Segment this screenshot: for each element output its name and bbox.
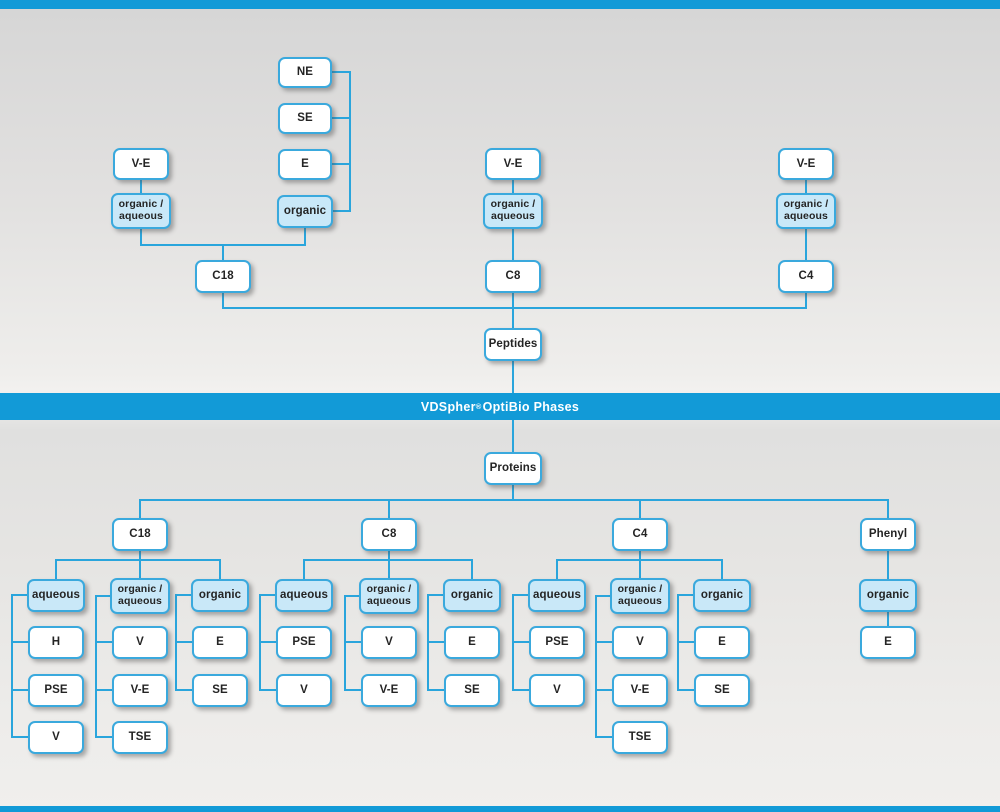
node-peptides-c8: C8 (485, 259, 541, 293)
node-peptides-c18-ve: V-E (113, 148, 169, 180)
node-proteins-c18-org-e: E (192, 625, 248, 659)
node-proteins-c4-aq-v: V (529, 673, 585, 707)
bottom-border-strip (0, 806, 1000, 812)
node-proteins-c4-aq-pse: PSE (529, 625, 585, 659)
node-proteins-c18-organic-aqueous: organic / aqueous (110, 578, 170, 614)
node-proteins-c8-aq-pse: PSE (276, 625, 332, 659)
node-proteins-c4-organic: organic (693, 578, 751, 612)
node-proteins-c18-aq-h: H (28, 625, 84, 659)
node-proteins-c8-aq-v: V (276, 673, 332, 707)
node-peptides-c4-organic-aqueous: organic / aqueous (776, 193, 836, 229)
node-proteins-c18-oa-tse: TSE (112, 720, 168, 754)
node-peptides-c18-e: E (278, 148, 332, 180)
top-border-strip (0, 0, 1000, 9)
node-peptides-c18-organic-aqueous: organic / aqueous (111, 193, 171, 229)
node-proteins-c4-org-se: SE (694, 673, 750, 707)
node-proteins-c18-aq-v: V (28, 720, 84, 754)
node-proteins-c4-organic-aqueous: organic / aqueous (610, 578, 670, 614)
node-peptides-c18-se: SE (278, 102, 332, 134)
node-proteins-c8-org-se: SE (444, 673, 500, 707)
node-proteins-c18-aq-pse: PSE (28, 673, 84, 707)
node-proteins-phenyl-organic: organic (859, 578, 917, 612)
node-proteins-c8-oa-v: V (361, 625, 417, 659)
node-proteins-c4-oa-tse: TSE (612, 720, 668, 754)
node-proteins-c8-oa-ve: V-E (361, 673, 417, 707)
node-proteins-c18-oa-v: V (112, 625, 168, 659)
node-proteins-c8-organic: organic (443, 578, 501, 612)
node-peptides-c18: C18 (195, 259, 251, 293)
node-peptides-c4: C4 (778, 259, 834, 293)
node-proteins-c18: C18 (112, 517, 168, 551)
node-peptides-c4-ve: V-E (778, 148, 834, 180)
node-proteins-c18-organic: organic (191, 578, 249, 612)
node-peptides-c8-organic-aqueous: organic / aqueous (483, 193, 543, 229)
node-peptides: Peptides (484, 327, 542, 361)
node-proteins: Proteins (484, 451, 542, 485)
node-proteins-c8-organic-aqueous: organic / aqueous (359, 578, 419, 614)
node-proteins-c8-aqueous: aqueous (275, 578, 333, 612)
node-proteins-c4-aqueous: aqueous (528, 578, 586, 612)
node-proteins-c8-org-e: E (444, 625, 500, 659)
node-proteins-c18-oa-ve: V-E (112, 673, 168, 707)
node-proteins-c8: C8 (361, 517, 417, 551)
node-proteins-c4-org-e: E (694, 625, 750, 659)
node-proteins-phenyl: Phenyl (860, 517, 916, 551)
node-peptides-c18-ne: NE (278, 56, 332, 88)
node-proteins-c4-oa-v: V (612, 625, 668, 659)
node-peptides-c18-organic: organic (277, 194, 333, 228)
node-proteins-c18-aqueous: aqueous (27, 578, 85, 612)
node-peptides-c8-ve: V-E (485, 148, 541, 180)
node-proteins-c18-org-se: SE (192, 673, 248, 707)
node-proteins-phenyl-org-e: E (860, 625, 916, 659)
node-proteins-c4: C4 (612, 517, 668, 551)
node-proteins-c4-oa-ve: V-E (612, 673, 668, 707)
banner-title: VDSpher® OptiBio Phases (0, 393, 1000, 420)
